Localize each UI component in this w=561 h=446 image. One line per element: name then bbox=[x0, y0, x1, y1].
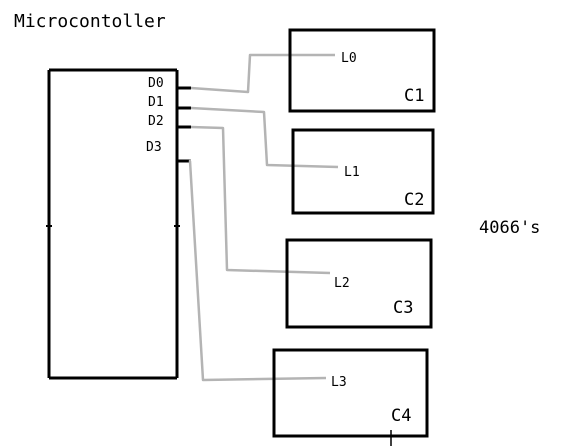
wire-d2-to-l2 bbox=[190, 125, 331, 275]
pin-label-d1: D1 bbox=[148, 95, 164, 110]
chip-input-l3: L3 bbox=[331, 375, 347, 390]
chip-type-label: 4066's bbox=[479, 218, 540, 238]
chip-name-c4: C4 bbox=[391, 406, 411, 426]
pin-label-d0: D0 bbox=[148, 76, 164, 91]
pin-label-d2: D2 bbox=[148, 114, 164, 129]
chip-box-c1 bbox=[288, 28, 436, 113]
chip-box-c2 bbox=[291, 128, 435, 215]
chip-name-c2: C2 bbox=[404, 190, 424, 210]
wires bbox=[188, 53, 339, 382]
chip-input-l2: L2 bbox=[334, 276, 350, 291]
pin-stubs bbox=[177, 86, 191, 163]
microcontroller-block bbox=[46, 68, 180, 380]
chip-input-l0: L0 bbox=[341, 51, 357, 66]
wire-d0-to-l0 bbox=[190, 53, 335, 94]
chip-box-c3 bbox=[285, 238, 433, 329]
wire-d1-to-l1 bbox=[190, 106, 339, 169]
chip-name-c1: C1 bbox=[404, 86, 424, 106]
chip-input-l1: L1 bbox=[344, 165, 360, 180]
chip-box-c4 bbox=[272, 348, 429, 438]
microcontroller-title: Microcontoller bbox=[14, 11, 166, 32]
chip-boxes bbox=[272, 28, 436, 438]
chip-name-c3: C3 bbox=[393, 298, 413, 318]
wire-d3-to-l3 bbox=[188, 159, 327, 382]
pin-label-d3: D3 bbox=[146, 140, 162, 155]
